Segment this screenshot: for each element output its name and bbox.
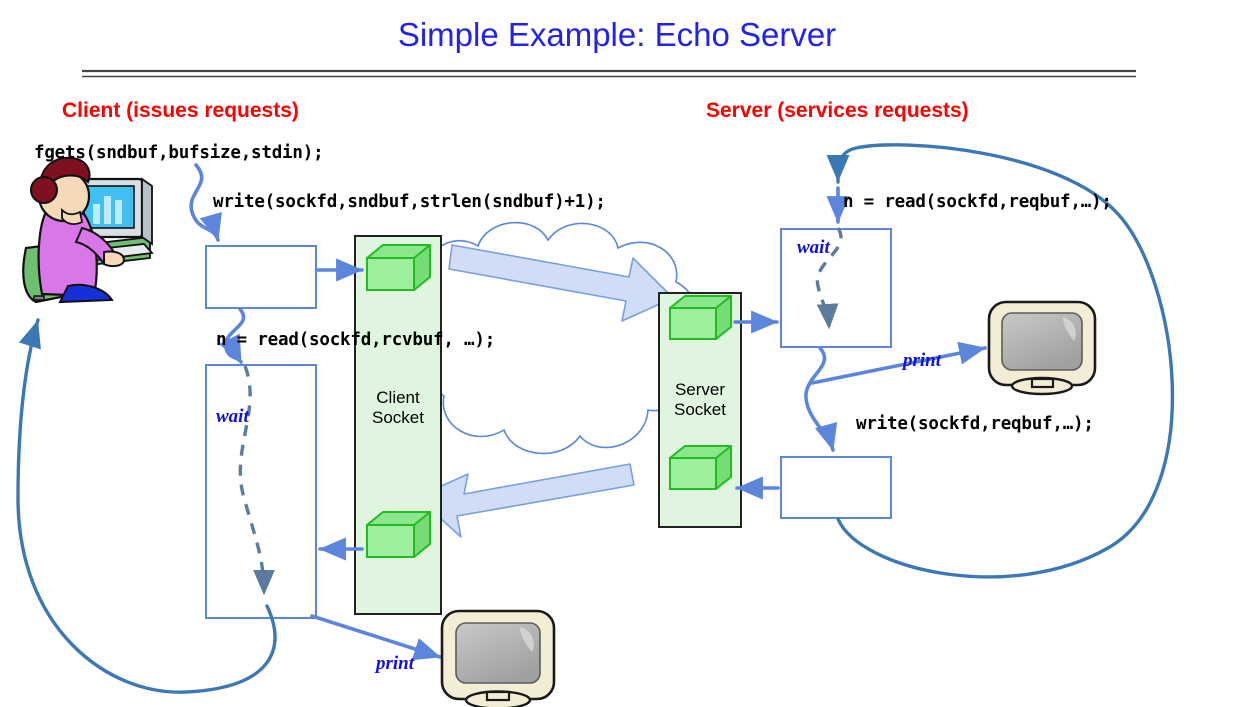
client-write-code: write(sockfd,sndbuf,strlen(sndbuf)+1); <box>213 192 606 212</box>
server-read-code: n = read(sockfd,reqbuf,…); <box>843 192 1112 212</box>
server-loop-back-arrow <box>826 143 1175 579</box>
send-to-read-connector <box>219 307 246 364</box>
client-send-buffer-cube <box>366 244 431 291</box>
server-wait-thread <box>815 227 843 330</box>
client-recv-buffer-cube <box>366 511 431 558</box>
title-divider <box>82 69 1136 78</box>
client-print-label: print <box>376 653 415 674</box>
server-socket-label: Server Socket <box>674 380 726 420</box>
client-monitor-icon <box>440 609 556 707</box>
server-section-heading: Server (services requests) <box>706 99 969 122</box>
client-read-code: n = read(sockfd,rcvbuf, …); <box>216 330 496 350</box>
client-send-process-box <box>205 245 317 309</box>
server-send-process-box <box>780 456 892 519</box>
client-wait-thread <box>238 365 275 596</box>
client-wait-process-box <box>205 364 317 619</box>
server-write-code: write(sockfd,reqbuf,…); <box>856 414 1094 434</box>
client-section-heading: Client (issues requests) <box>62 99 299 122</box>
person-at-computer-icon <box>22 156 154 304</box>
server-wait-label: wait <box>797 237 830 258</box>
server-monitor-icon <box>987 300 1097 396</box>
server-print-label: print <box>903 350 942 371</box>
fgets-to-send-connector <box>189 163 222 242</box>
server-send-buffer-cube <box>669 445 732 490</box>
client-socket-panel <box>354 235 442 615</box>
page-title: Simple Example: Echo Server <box>397 16 837 53</box>
client-socket-label: Client Socket <box>372 388 424 428</box>
server-socket-panel <box>658 292 742 528</box>
client-wait-label: wait <box>216 406 249 427</box>
server-recv-buffer-cube <box>669 295 732 340</box>
server-print-connector <box>810 341 987 385</box>
server-wait-to-send-connector <box>804 346 838 452</box>
request-data-arrow <box>448 244 674 322</box>
response-data-arrow <box>416 463 635 538</box>
client-fgets-code: fgets(sndbuf,bufsize,stdin); <box>34 143 324 163</box>
client-loop-back-arrow <box>16 318 277 694</box>
client-print-connector <box>310 614 442 661</box>
